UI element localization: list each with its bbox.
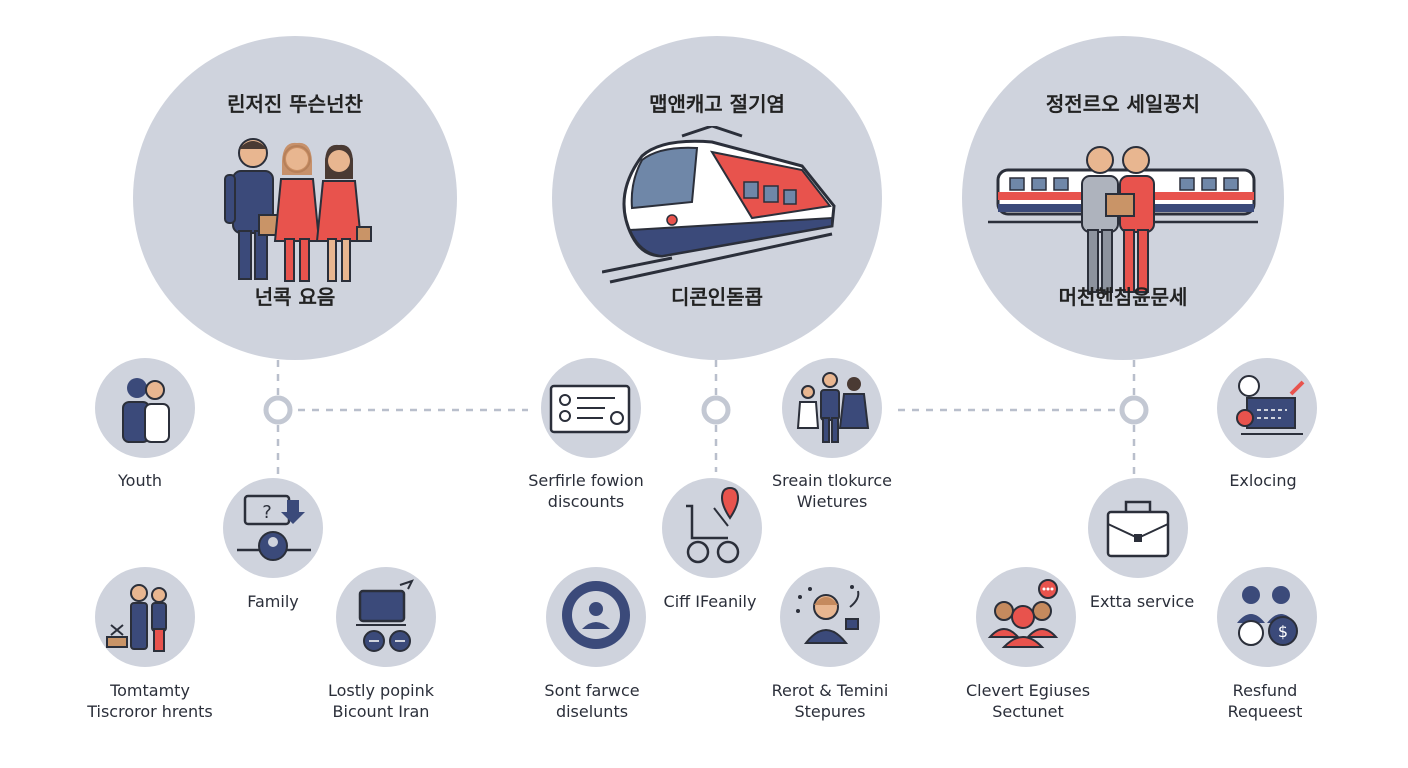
user-badge-icon [562, 581, 630, 649]
tablet-bike-icon [356, 579, 414, 652]
family-group-icon [796, 372, 870, 443]
node-ring-2 [701, 395, 731, 425]
item-sreain [782, 358, 882, 458]
item-tomtamty [95, 567, 195, 667]
hub-1-title: 린저진 뚜슨넌찬 [227, 92, 363, 116]
map-edit-icon [1236, 375, 1305, 435]
hub-3-title: 정전르오 세일꽁치 [1045, 92, 1201, 116]
hub-1: 린저진 뚜슨넌찬 넌콕 요음 [133, 36, 457, 360]
hub-1-subtitle: 넌콕 요음 [254, 285, 336, 309]
hub-2-title: 맵앤캐고 절기염 [649, 92, 785, 116]
family-luggage-icon [106, 584, 167, 652]
family-icon [224, 138, 372, 282]
svg-text:?: ? [262, 502, 272, 523]
id-card-icon [549, 384, 631, 434]
group-chat-icon [987, 579, 1059, 648]
hub-2-subtitle: 디콘인돋콥 [671, 285, 763, 309]
item-youth [95, 358, 195, 458]
item-ciff-label: Ciff IFeanily [663, 592, 757, 611]
briefcase-icon [1106, 500, 1170, 558]
item-exlocing-label: Exlocing [1229, 471, 1297, 490]
hub-3-subtitle: 머천헨침윤문세 [1058, 285, 1188, 309]
refund-people-icon: $ [1237, 586, 1298, 646]
item-extta [1088, 478, 1188, 578]
item-youth-label: Youth [118, 471, 162, 490]
svg-text:$: $ [1278, 622, 1288, 641]
item-sont [546, 567, 646, 667]
item-ciff [662, 478, 762, 578]
wheelchair-location-icon [686, 486, 740, 564]
item-serfirle [541, 358, 641, 458]
question-arrow-person-icon: ? [237, 494, 311, 561]
node-ring-1 [263, 395, 293, 425]
item-family: ? [223, 478, 323, 578]
item-rerot [780, 567, 880, 667]
couple-train-icon [988, 146, 1258, 293]
node-ring-3 [1119, 395, 1149, 425]
reporter-icon [796, 585, 860, 644]
item-clevert [976, 567, 1076, 667]
train-icon [602, 126, 836, 284]
item-resfund: $ [1217, 567, 1317, 667]
item-family-label: Family [247, 592, 299, 611]
couple-icon [122, 378, 170, 443]
hub-3: 정전르오 세일꽁치 머천헨침윤문세 [962, 36, 1284, 360]
item-extta-label: Extta service [1089, 592, 1195, 611]
hub-2: 맵앤캐고 절기염 디콘인돋콥 [552, 36, 882, 360]
item-exlocing [1217, 358, 1317, 458]
item-lostly [336, 567, 436, 667]
